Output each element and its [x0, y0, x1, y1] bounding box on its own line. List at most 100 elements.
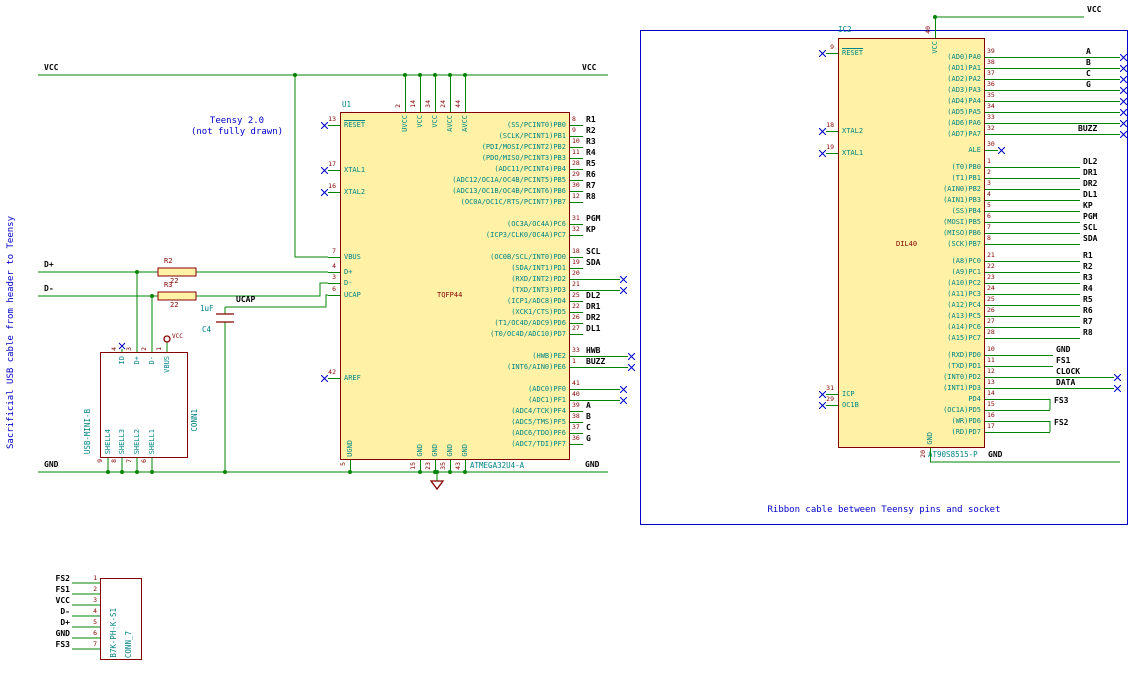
pin-wire[interactable] [570, 257, 583, 258]
conn1-body[interactable] [100, 352, 188, 458]
pin-wire[interactable] [570, 268, 583, 269]
pin-wire[interactable] [826, 394, 838, 395]
net-label[interactable]: G [1086, 80, 1091, 89]
net-label[interactable]: R3 [1083, 273, 1093, 282]
net-label[interactable]: BUZZ [1078, 124, 1098, 133]
pin-wire[interactable] [985, 421, 1050, 422]
pin-wire[interactable] [985, 244, 1080, 245]
net-label-dplus[interactable]: D+ [44, 260, 54, 269]
pin-wire[interactable] [985, 57, 1120, 58]
pin-wire[interactable] [985, 233, 1080, 234]
ic2-body[interactable] [838, 38, 985, 448]
pin-wire[interactable] [826, 405, 838, 406]
net-label-ucap[interactable]: UCAP [236, 295, 256, 304]
r3-reference[interactable]: R3 [164, 281, 173, 289]
u1-body[interactable] [340, 112, 570, 460]
pin-wire[interactable] [405, 75, 406, 112]
net-label[interactable]: DL2 [586, 291, 601, 300]
net-label[interactable]: R6 [1083, 306, 1093, 315]
pin-wire[interactable] [985, 283, 1080, 284]
pin-wire[interactable] [435, 75, 436, 112]
pin-wire[interactable] [985, 377, 1114, 378]
net-label-vcc-socket[interactable]: VCC [1087, 5, 1102, 14]
pin-wire[interactable] [570, 158, 583, 159]
pin-wire[interactable] [570, 147, 583, 148]
pin-wire[interactable] [570, 422, 583, 423]
u1-reference[interactable]: U1 [342, 100, 352, 109]
pin-wire[interactable] [570, 356, 628, 357]
net-label[interactable]: FS1 [55, 585, 70, 594]
pin-wire[interactable] [570, 411, 583, 412]
pin-wire[interactable] [420, 75, 421, 112]
pin-wire[interactable] [985, 272, 1080, 273]
net-label[interactable]: R2 [1083, 262, 1093, 271]
pin-wire[interactable] [985, 305, 1080, 306]
r3-value[interactable]: 22 [170, 301, 179, 309]
pin-wire[interactable] [570, 444, 583, 445]
net-label[interactable]: PGM [1083, 212, 1098, 221]
net-label[interactable]: R1 [586, 115, 596, 124]
wires[interactable] [38, 16, 1120, 650]
net-label[interactable]: FS3 [55, 640, 70, 649]
net-label[interactable]: G [586, 434, 591, 443]
net-label[interactable]: BUZZ [586, 357, 606, 366]
net-label[interactable]: GND [55, 629, 70, 638]
pin-wire[interactable] [570, 136, 583, 137]
pin-wire[interactable] [450, 460, 451, 472]
net-label-fs3[interactable]: FS3 [1054, 396, 1069, 405]
pin-wire[interactable] [328, 378, 340, 379]
pin-wire[interactable] [328, 295, 340, 296]
net-label[interactable]: GND [1056, 345, 1071, 354]
pin-wire[interactable] [465, 75, 466, 112]
pin-wire[interactable] [985, 90, 1120, 91]
ic2-part-name[interactable]: AT90S8515-P [928, 450, 978, 459]
pin-wire[interactable] [328, 272, 340, 273]
net-label[interactable]: DL1 [586, 324, 601, 333]
c4-reference[interactable]: C4 [202, 325, 212, 334]
pin-wire[interactable] [570, 279, 620, 280]
net-label[interactable]: DATA [1056, 378, 1076, 387]
pin-wire[interactable] [985, 189, 1080, 190]
net-label[interactable]: R2 [586, 126, 596, 135]
pin-wire[interactable] [985, 432, 1050, 433]
net-label[interactable]: KP [1083, 201, 1093, 210]
pin-wire[interactable] [985, 316, 1080, 317]
pin-wire[interactable] [570, 235, 583, 236]
net-label[interactable]: FS1 [1056, 356, 1071, 365]
pin-wire[interactable] [328, 283, 340, 284]
pin-wire[interactable] [985, 366, 1053, 367]
pin-wire[interactable] [985, 355, 1053, 356]
pin-wire[interactable] [570, 290, 620, 291]
pin-wire[interactable] [985, 200, 1080, 201]
net-label[interactable]: DR1 [1083, 168, 1098, 177]
net-label[interactable]: VCC [55, 596, 70, 605]
net-label[interactable]: C [586, 423, 591, 432]
pin-wire[interactable] [935, 17, 936, 38]
net-label[interactable]: DR2 [586, 313, 601, 322]
net-label[interactable]: DR1 [586, 302, 601, 311]
net-label[interactable]: FS2 [55, 574, 70, 583]
net-label-gnd-left[interactable]: GND [44, 460, 59, 469]
pin-wire[interactable] [420, 460, 421, 472]
pin-wire[interactable] [570, 334, 583, 335]
net-label[interactable]: A [586, 401, 591, 410]
net-label[interactable]: HWB [586, 346, 601, 355]
net-label[interactable]: D+ [60, 618, 70, 627]
pin-wire[interactable] [328, 125, 340, 126]
pin-wire[interactable] [826, 153, 838, 154]
pin-wire[interactable] [328, 192, 340, 193]
pin-wire[interactable] [328, 170, 340, 171]
net-label[interactable]: D- [60, 607, 70, 616]
ribbon-note[interactable]: Ribbon cable between Teensy pins and soc… [767, 505, 1001, 515]
net-label[interactable]: R8 [1083, 328, 1093, 337]
pin-wire[interactable] [985, 388, 1114, 389]
net-label[interactable]: R5 [1083, 295, 1093, 304]
net-label[interactable]: R6 [586, 170, 596, 179]
pin-wire[interactable] [328, 257, 340, 258]
net-label[interactable]: PGM [586, 214, 601, 223]
net-label[interactable]: R7 [1083, 317, 1093, 326]
net-label-fs2[interactable]: FS2 [1054, 418, 1069, 427]
conn1-reference[interactable]: CONN1 [190, 409, 199, 432]
pin-wire[interactable] [570, 301, 583, 302]
pin-wire[interactable] [985, 338, 1080, 339]
